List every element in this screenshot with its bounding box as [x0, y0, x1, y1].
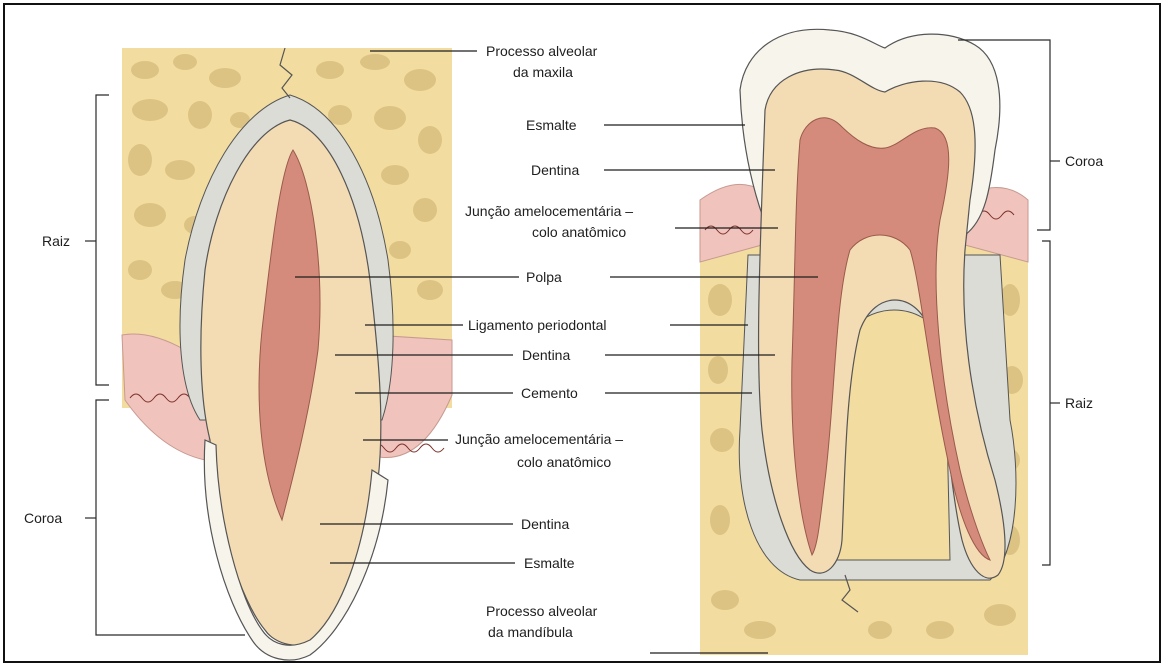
label-juncao-bot-2: colo anatômico [517, 454, 611, 470]
label-processo-alveolar-maxila-1: Processo alveolar [486, 43, 598, 59]
label-dentina-mid: Dentina [522, 347, 570, 363]
label-coroa-right: Coroa [1065, 153, 1103, 169]
label-polpa: Polpa [526, 269, 562, 285]
label-processo-alveolar-maxila-2: da maxila [513, 64, 573, 80]
label-raiz-left: Raiz [42, 233, 70, 249]
label-juncao-top-1: Junção amelocementária – [465, 203, 633, 219]
label-juncao-top-2: colo anatômico [532, 224, 626, 240]
label-ligamento-periodontal: Ligamento periodontal [468, 317, 607, 333]
label-coroa-left: Coroa [24, 510, 62, 526]
upper-incisor-illustration [122, 48, 452, 660]
label-dentina-bot: Dentina [521, 516, 569, 532]
label-esmalte-top: Esmalte [526, 117, 577, 133]
label-dentina-top: Dentina [531, 162, 579, 178]
label-raiz-right: Raiz [1065, 395, 1093, 411]
label-processo-alveolar-mandibula-2: da mandíbula [488, 624, 573, 640]
label-esmalte-bot: Esmalte [524, 555, 575, 571]
label-processo-alveolar-mandibula-1: Processo alveolar [486, 603, 598, 619]
label-cemento: Cemento [521, 385, 578, 401]
label-juncao-bot-1: Junção amelocementária – [455, 431, 623, 447]
lower-molar-illustration [700, 29, 1028, 655]
